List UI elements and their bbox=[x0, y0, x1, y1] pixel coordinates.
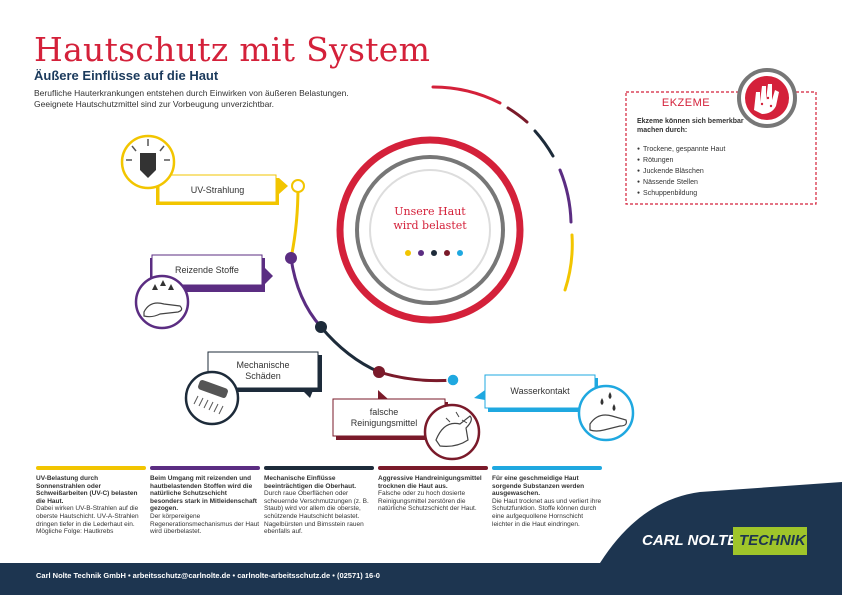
column-body: Der körpereigene Regenerationsmechanismu… bbox=[150, 512, 260, 536]
ekzeme-item: Juckende Bläschen bbox=[637, 166, 725, 177]
ekzeme-item: Rötungen bbox=[637, 155, 725, 166]
column-body: Dabei wirken UV-B-Strahlen auf die obers… bbox=[36, 505, 139, 536]
page-title: Hautschutz mit System bbox=[34, 30, 431, 69]
column-heading: UV-Belastung durch Sonnenstrahlen oder S… bbox=[36, 475, 138, 505]
intro-line-1: Berufliche Hauterkrankungen entstehen du… bbox=[34, 88, 349, 98]
reinigung-box bbox=[332, 390, 481, 461]
reizend-box bbox=[134, 254, 273, 330]
column-bar bbox=[264, 466, 374, 470]
info-column-uv: UV-Belastung durch Sonnenstrahlen oder S… bbox=[36, 466, 146, 536]
node-reizend bbox=[285, 252, 297, 264]
red-ring bbox=[336, 136, 524, 324]
info-column-reizend: Beim Umgang mit reizenden und hautbelast… bbox=[150, 466, 260, 536]
inner-ring bbox=[369, 169, 491, 291]
gray-ring bbox=[355, 155, 505, 305]
label-mechanisch: Mechanische Schäden bbox=[210, 360, 316, 382]
label-reinigung: falsche Reinigungsmittel bbox=[334, 407, 434, 429]
page-subtitle: Äußere Einflüsse auf die Haut bbox=[34, 68, 219, 83]
column-bar bbox=[492, 466, 602, 470]
label-uv: UV-Strahlung bbox=[190, 185, 245, 195]
timeline-curve bbox=[289, 185, 454, 383]
irritant-hand-icon bbox=[134, 274, 190, 330]
label-reinigung-1: falsche bbox=[369, 407, 399, 417]
label-reinigung-2: Reinigungsmittel bbox=[350, 418, 418, 428]
column-heading: Aggressive Handreinigungsmittel trocknen… bbox=[378, 475, 482, 490]
center-label: Unsere Haut wird belastet bbox=[380, 205, 480, 233]
ekzeme-item: Trockene, gespannte Haut bbox=[637, 144, 725, 155]
info-column-mechanisch: Mechanische Einflüsse beeinträchtigen di… bbox=[264, 466, 374, 536]
node-uv bbox=[291, 179, 305, 193]
center-line-1: Unsere Haut bbox=[394, 205, 466, 218]
column-bar bbox=[378, 466, 488, 470]
column-heading: Mechanische Einflüsse beeinträchtigen di… bbox=[264, 475, 357, 490]
column-body: Durch raue Oberflächen oder scheuernde V… bbox=[264, 490, 369, 536]
wasser-box bbox=[474, 374, 635, 442]
column-bar bbox=[150, 466, 260, 470]
intro-text: Berufliche Hauterkrankungen entstehen du… bbox=[34, 88, 414, 110]
scrubbing-hand-icon bbox=[423, 403, 481, 461]
info-column-reinigung: Aggressive Handreinigungsmittel trocknen… bbox=[378, 466, 488, 513]
label-mechanisch-2: Schäden bbox=[245, 371, 281, 381]
brand-logo-right-text: TECHNIK bbox=[739, 532, 806, 549]
column-heading: Für eine geschmeidige Haut sorgende Subs… bbox=[492, 475, 585, 498]
info-column-wasser: Für eine geschmeidige Haut sorgende Subs… bbox=[492, 466, 602, 528]
node-reinigung bbox=[373, 366, 385, 378]
label-reizend: Reizende Stoffe bbox=[175, 265, 239, 275]
center-dots bbox=[405, 250, 463, 256]
ekzeme-list: Trockene, gespannte Haut Rötungen Jucken… bbox=[637, 144, 725, 199]
footer-band bbox=[0, 563, 842, 595]
label-mechanisch-1: Mechanische bbox=[236, 360, 290, 370]
column-body: Die Haut trocknet aus und verliert ihre … bbox=[492, 497, 602, 528]
brand-logo-left: CARL NOLTE bbox=[642, 532, 738, 549]
node-mechanisch bbox=[315, 321, 327, 333]
ekzeme-title: EKZEME bbox=[661, 97, 711, 109]
center-line-2: wird belastet bbox=[393, 219, 467, 232]
uv-box bbox=[120, 134, 288, 205]
column-heading: Beim Umgang mit reizenden und hautbelast… bbox=[150, 475, 257, 513]
label-wasser: Wasserkontakt bbox=[510, 386, 570, 396]
ekzeme-item: Nässende Stellen bbox=[637, 177, 725, 188]
ekzeme-lead: Ekzeme können sich bemerkbar machen durc… bbox=[637, 118, 744, 134]
column-body: Falsche oder zu hoch dosierte Reinigungs… bbox=[378, 490, 477, 513]
brand-logo-right: TECHNIK bbox=[733, 527, 807, 555]
mechanisch-box bbox=[184, 351, 322, 426]
column-bar bbox=[36, 466, 146, 470]
node-wasser bbox=[446, 373, 460, 387]
ekzeme-item: Schuppenbildung bbox=[637, 188, 725, 199]
outer-ring bbox=[431, 85, 574, 292]
footer-contact: Carl Nolte Technik GmbH • arbeitsschutz@… bbox=[36, 571, 380, 580]
intro-line-2: Geeignete Hautschutzmittel sind zur Vorb… bbox=[34, 99, 275, 109]
